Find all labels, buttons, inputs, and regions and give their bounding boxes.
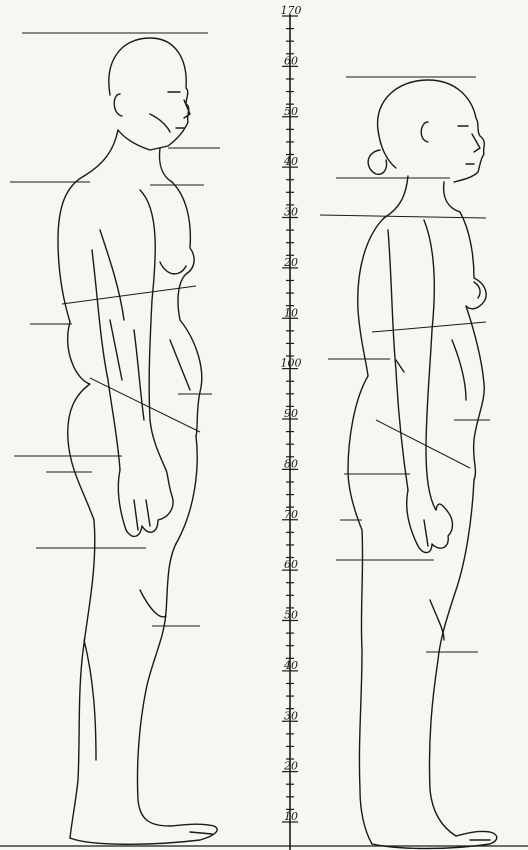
scale-label: 80 <box>284 457 298 470</box>
scale-label: 170 <box>281 4 302 17</box>
scale-label: 40 <box>283 659 298 672</box>
male-figure <box>58 38 217 844</box>
height-scale: 170 60 50 40 30 20 10 100 90 80 70 60 50 40 30 20 10 <box>281 4 302 850</box>
scale-label: 20 <box>283 760 298 773</box>
scale-label: 40 <box>283 155 298 168</box>
scale-label: 10 <box>284 306 298 319</box>
scale-label: 10 <box>284 810 298 823</box>
female-measure-lines <box>320 77 490 652</box>
scale-label: 30 <box>284 709 298 722</box>
scale-label: 60 <box>284 558 298 571</box>
scale-label: 100 <box>281 357 302 370</box>
scale-label: 60 <box>284 54 298 67</box>
scale-label: 50 <box>284 609 298 622</box>
scale-labels: 170 60 50 40 30 20 10 100 90 80 70 60 50 40 30 20 10 <box>281 4 302 823</box>
scale-label: 30 <box>284 206 298 219</box>
scale-label: 20 <box>283 256 298 269</box>
scale-label: 50 <box>284 105 298 118</box>
scale-label: 70 <box>284 508 298 521</box>
female-figure <box>348 80 497 849</box>
scale-label: 90 <box>284 407 298 420</box>
